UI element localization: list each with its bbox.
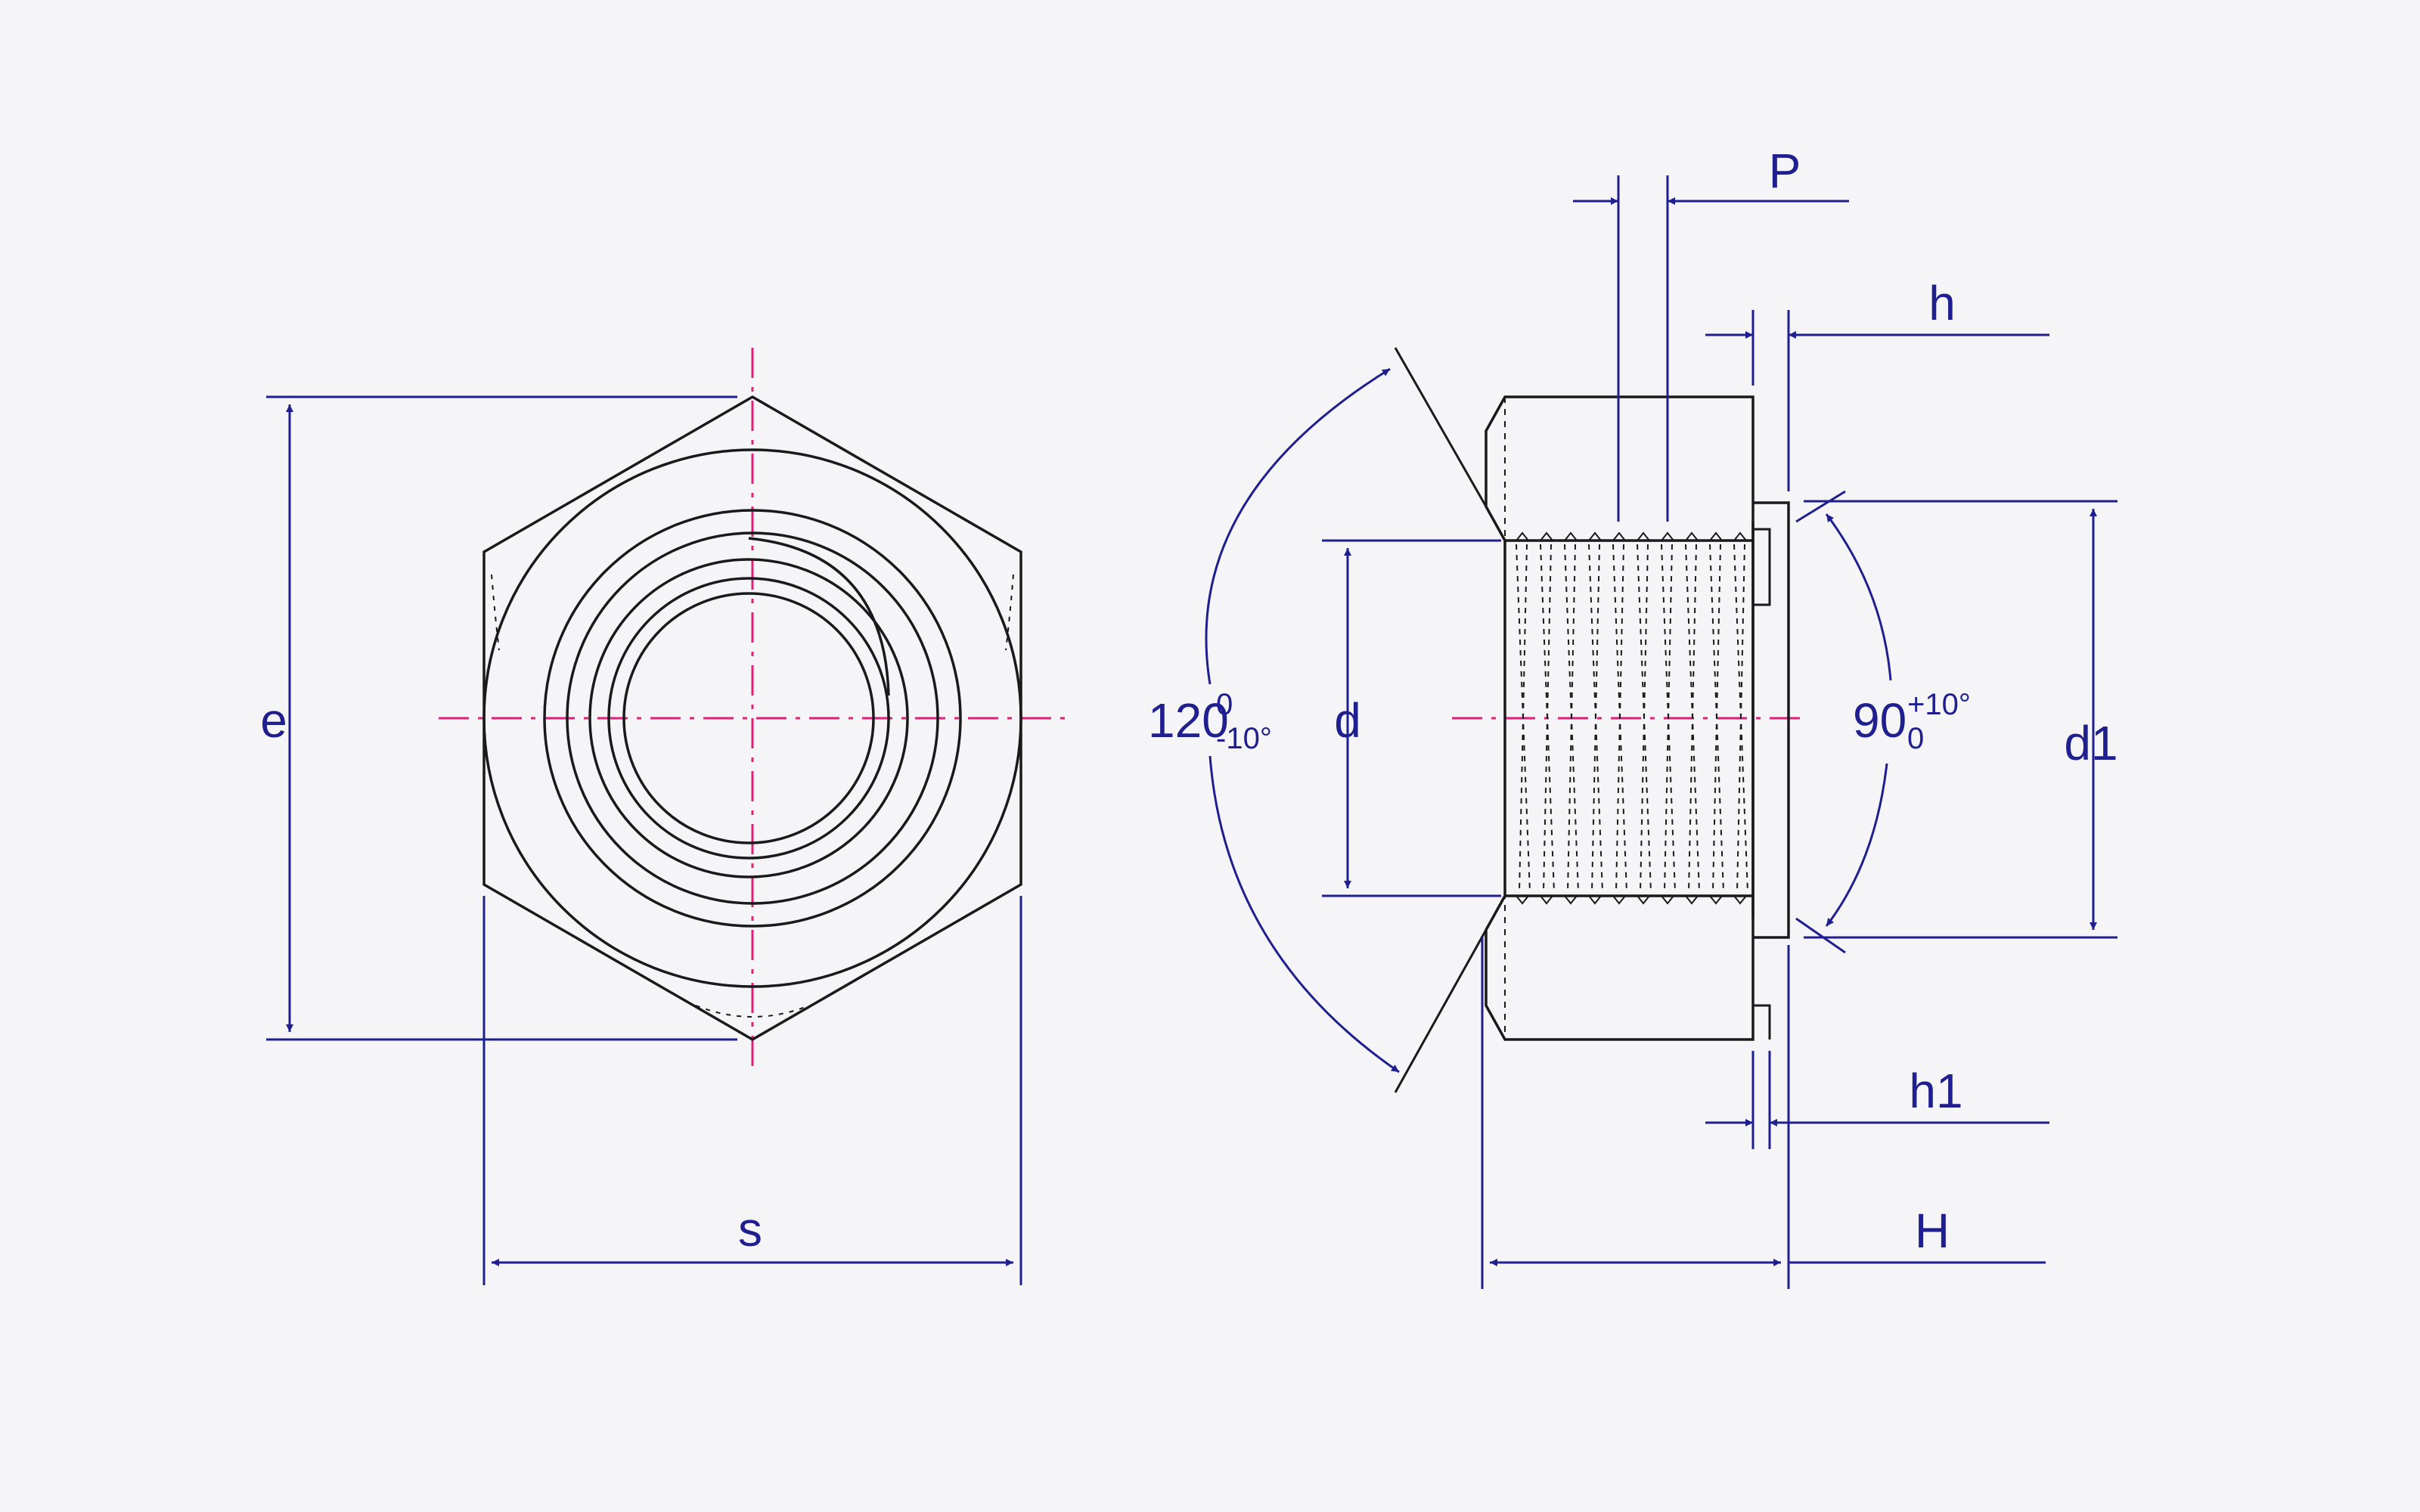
label-h: h [1928,276,1956,330]
dim-d [1322,539,1501,897]
thread-line [1640,544,1649,893]
chamfer-circle [482,448,1022,988]
thread-crest [1637,895,1650,905]
thread-crest [1637,531,1650,541]
dim-h [1705,310,2049,491]
side-view [1394,347,1800,1093]
label-angle-pilot-sub: 0 [1907,722,1924,755]
label-P: P [1769,144,1801,198]
label-e: e [260,693,287,748]
dim-P [1573,175,1849,522]
thread-crest [1685,531,1699,541]
label-angle-pilot-sup: +10° [1907,688,1971,721]
thread-line [1736,544,1745,893]
label-H: H [1915,1204,1950,1258]
label-h1: h1 [1909,1064,1962,1118]
thread-crest [1661,895,1674,905]
thread-crest [1516,895,1529,905]
dim-e [266,395,737,1041]
thread-line [1591,544,1600,893]
thread-crest [1564,895,1578,905]
dim-s [482,896,1022,1285]
front-centerlines [439,348,1066,1074]
thread-line [1615,544,1624,893]
thread-circles [543,509,962,928]
thread-crest [1612,895,1626,905]
thread-crest [1733,531,1747,541]
thread-crest [1612,531,1626,541]
label-angle-chamfer: 120 [1148,693,1229,748]
pilot-ring [1753,501,1790,939]
thread-crest [1733,895,1747,905]
thread-crest [1516,531,1529,541]
thread-line [1688,544,1697,893]
label-angle-chamfer-sub: -10° [1216,722,1272,755]
label-s: s [738,1202,762,1256]
hex-outline [482,395,1022,1042]
chamfer-hatch [491,574,1014,1018]
dim-h1 [1705,1051,2049,1149]
hidden-threads [1516,531,1748,905]
dim-H [1481,937,2046,1289]
thread-crest [1564,531,1578,541]
thread-crest [1588,895,1602,905]
thread-crest [1709,531,1723,541]
dim-d1 [1804,500,2118,939]
thread-crest [1540,531,1553,541]
thread-crest [1685,895,1699,905]
thread-line [1543,544,1552,893]
thread-bore [1505,539,1753,897]
thread-crest [1540,895,1553,905]
label-angle-chamfer-sup: 0 [1216,688,1233,721]
front-view: e s [260,348,1066,1285]
thread-line [1519,544,1528,893]
thread-line [1712,544,1721,893]
thread-line [1567,544,1576,893]
thread-crest [1661,531,1674,541]
dim-angle-chamfer [1205,367,1400,1074]
thread-crest [1709,895,1723,905]
label-d: d [1334,693,1361,748]
dim-angle-pilot [1795,490,1892,954]
label-angle-pilot: 90 [1853,693,1907,748]
thread-line [1664,544,1673,893]
thread-crest [1588,531,1602,541]
label-d1: d1 [2064,716,2118,770]
